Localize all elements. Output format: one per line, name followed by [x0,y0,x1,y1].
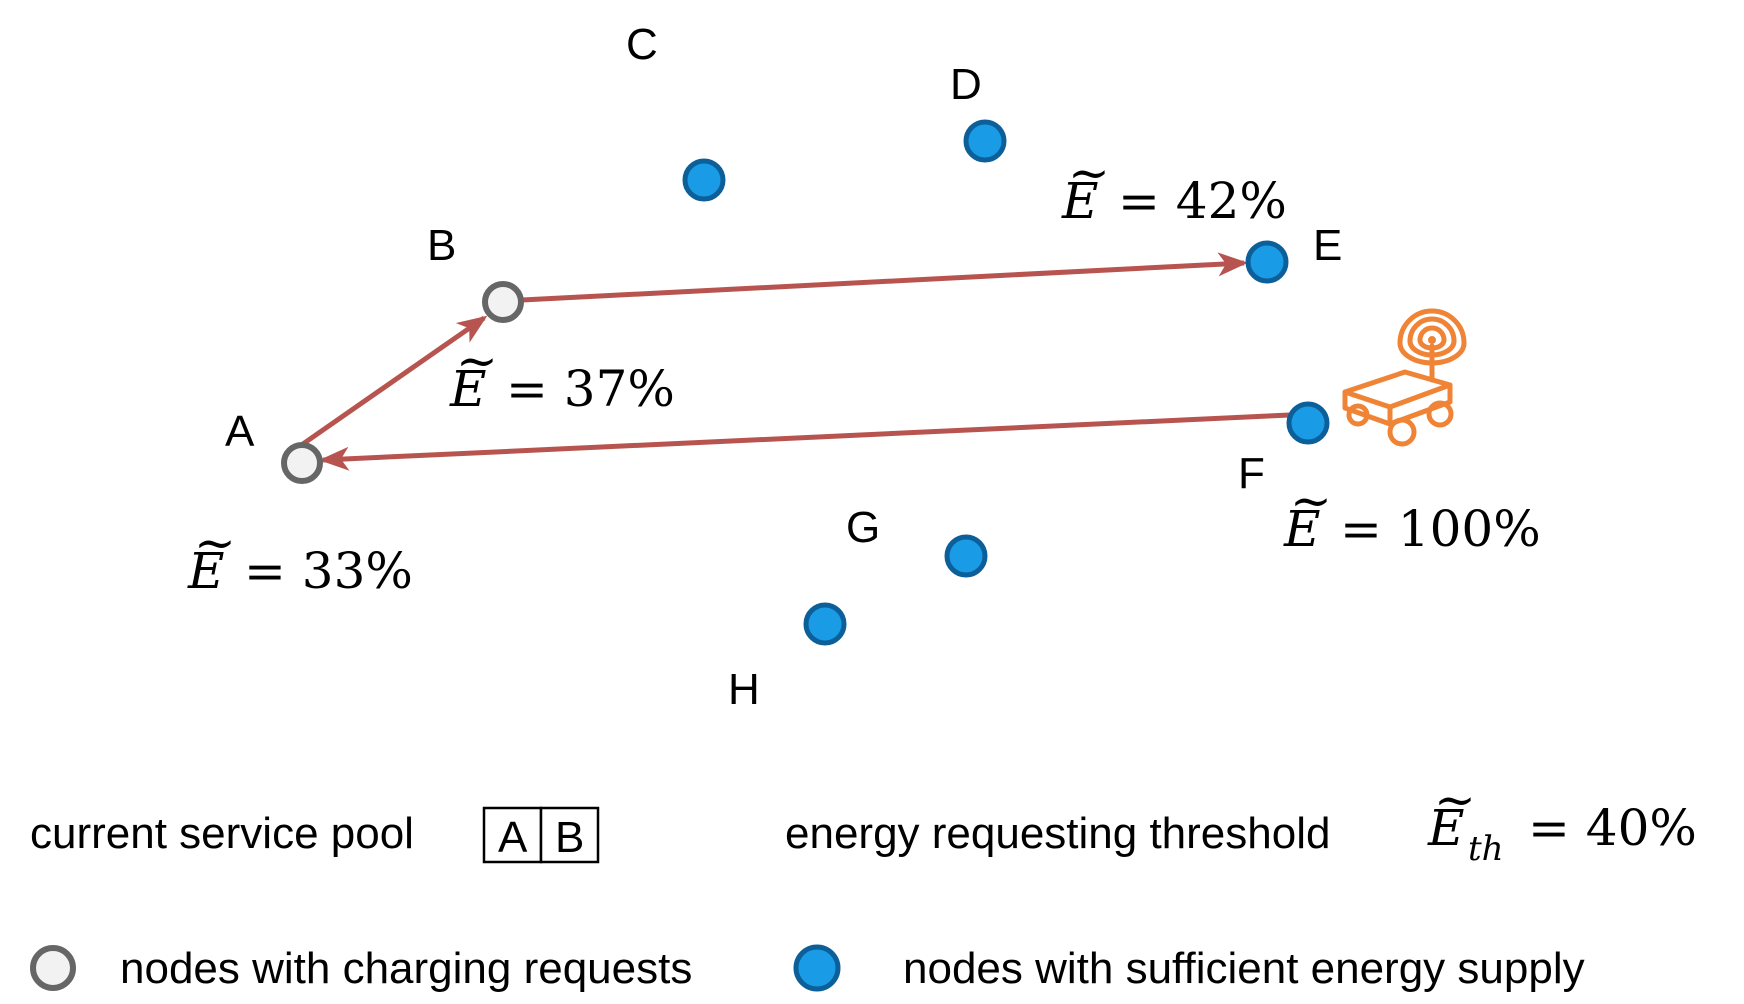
energy-symbol: E [449,360,487,418]
legend-sufficient-marker [793,944,841,992]
node-label-H: H [728,665,760,714]
service-pool-cell-B [539,806,600,864]
energy-value-F: = 100% [1340,500,1541,558]
node-label-G: G [846,503,880,552]
node-label-C: C [626,20,658,69]
energy-value-B: = 37% [506,360,675,418]
energy-annotation-A: E ~ = 33% [187,514,413,600]
energy-annotation-E: E ~ = 42% [1061,144,1287,230]
node-label-D: D [950,60,982,109]
tilde: ~ [1068,144,1110,202]
threshold-value: = 40% [1528,799,1697,857]
energy-value-A: = 33% [244,542,413,600]
legend-charging-marker [30,945,76,991]
edge-F-A [319,412,1291,471]
edge-A-B [298,315,488,449]
node-label-E: E [1313,221,1342,270]
energy-symbol: E [187,542,225,600]
energy-annotation-F: E ~ = 100% [1283,472,1541,558]
energy-symbol: E [1283,500,1321,558]
node-label-B: B [427,221,456,270]
legend-service-pool-label: current service pool [30,809,414,858]
node-label-A: A [225,407,255,456]
node-label-F: F [1238,449,1265,498]
service-pool-item-A: A [498,813,528,862]
threshold-subscript: th [1468,829,1504,869]
energy-value-E: = 42% [1118,172,1287,230]
energy-symbol: E [1427,799,1465,857]
energy-annotations: E ~ = 33% E ~ = 37% E ~ = 42% E ~ = 100% [187,144,1541,600]
energy-symbol: E [1061,172,1099,230]
node-B[interactable] [482,281,524,323]
edge-B-E [521,252,1248,303]
mobile-charger-robot-icon [1342,308,1467,447]
edges [298,252,1291,471]
node-C[interactable] [682,158,726,202]
service-pool-item-B: B [555,813,584,862]
legend-row-1: current service pool A B energy requesti… [30,771,1697,869]
legend-row-2: nodes with charging requests nodes with … [30,944,1585,993]
node-H[interactable] [803,602,847,646]
legend-charging-label: nodes with charging requests [120,944,692,993]
node-E[interactable] [1245,240,1289,284]
service-pool-box: A B [482,806,600,864]
node-A[interactable] [281,442,323,484]
tilde: ~ [456,332,498,390]
legend-sufficient-label: nodes with sufficient energy supply [903,944,1585,993]
node-D[interactable] [963,119,1007,163]
node-G[interactable] [944,534,988,578]
node-labels: A B C D E F G H [225,20,1342,714]
tilde: ~ [1290,472,1332,530]
threshold-formula: E ~ th = 40% [1427,771,1697,869]
node-F[interactable] [1286,401,1330,445]
nodes [281,119,1330,646]
tilde: ~ [1434,771,1476,829]
energy-annotation-B: E ~ = 37% [449,332,675,418]
tilde: ~ [194,514,236,572]
legend-threshold-label: energy requesting threshold [785,809,1330,858]
